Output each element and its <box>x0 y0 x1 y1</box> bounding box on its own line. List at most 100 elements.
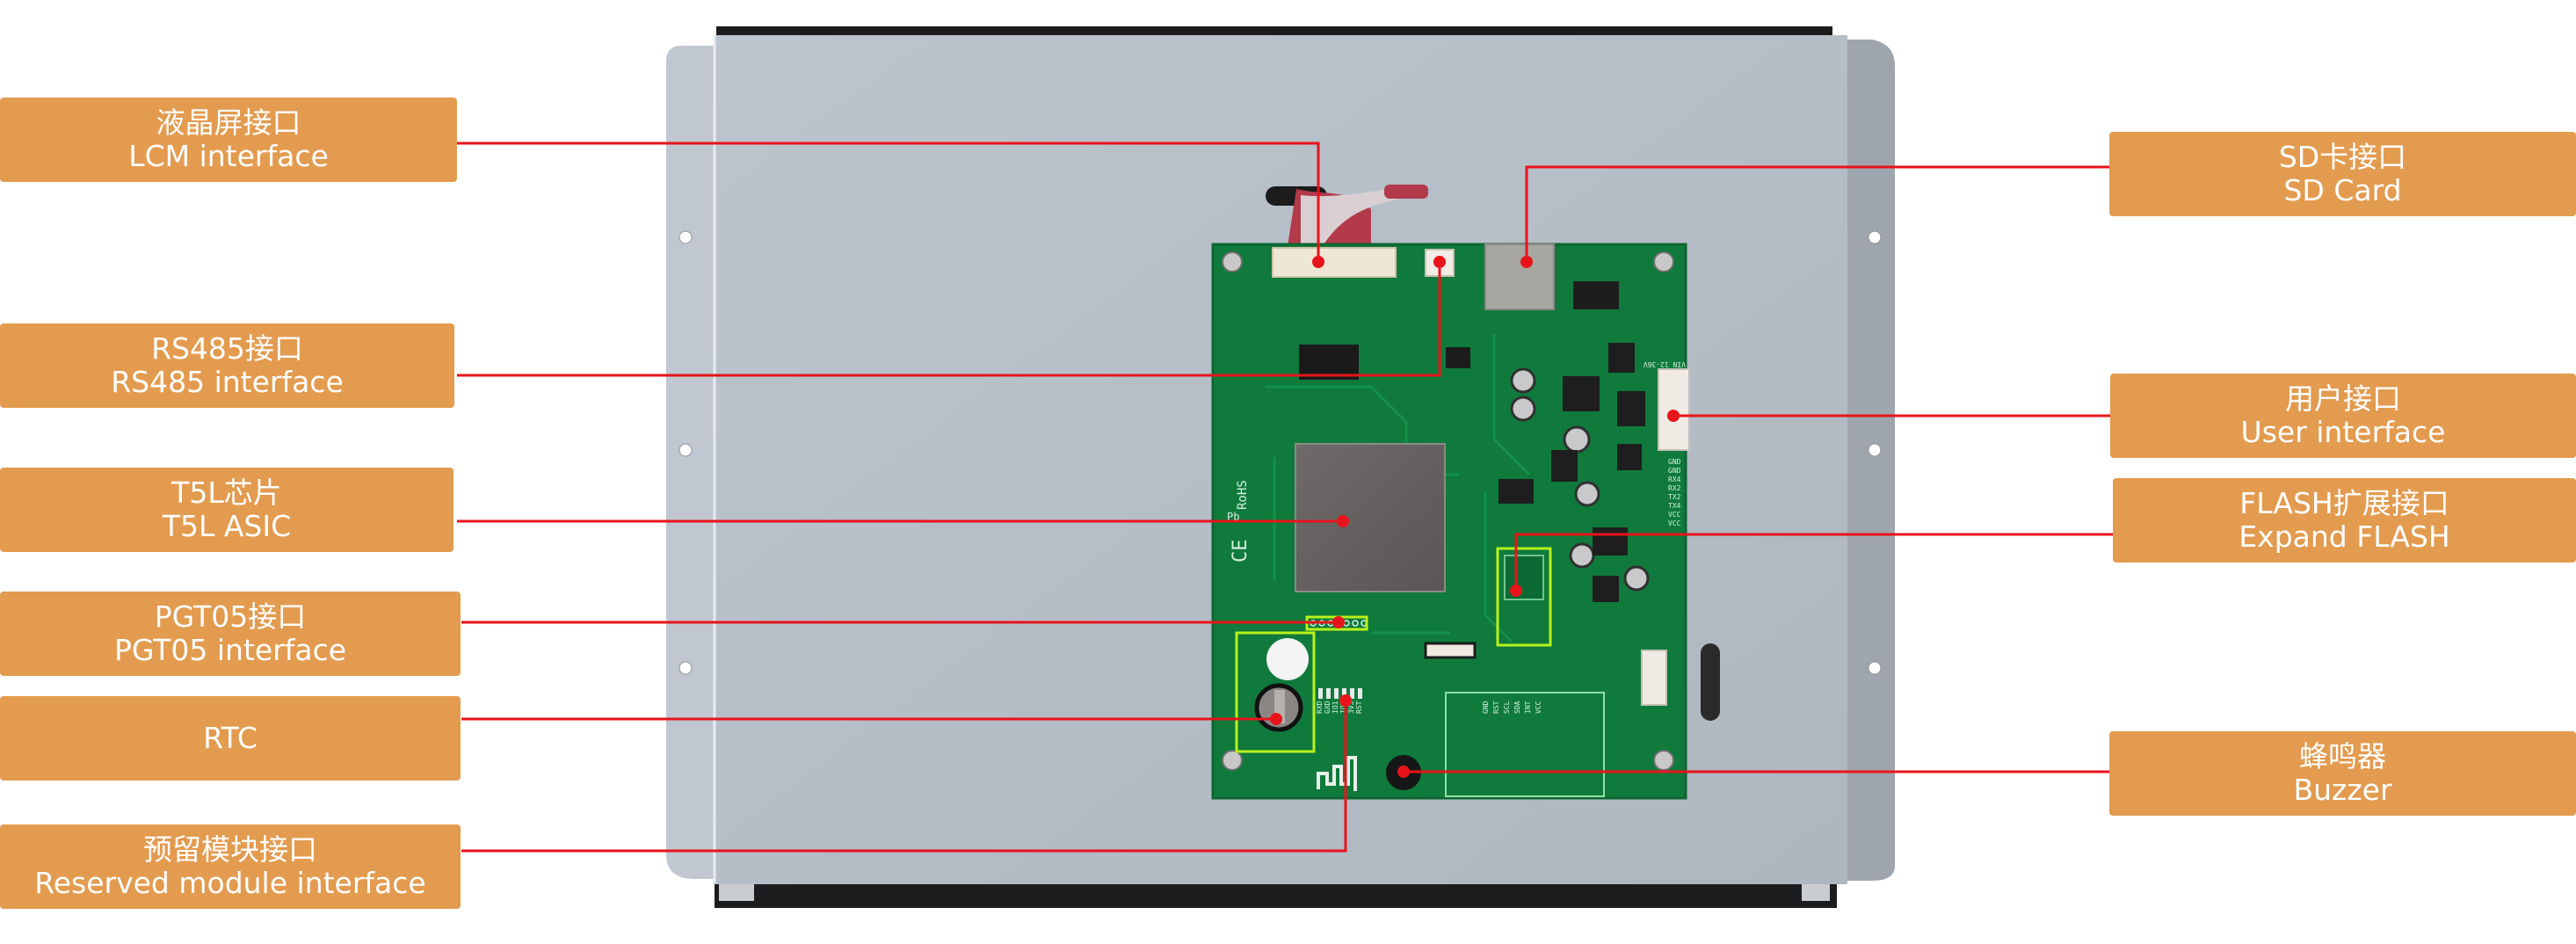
callout-en: LCM interface <box>128 139 329 173</box>
silk-pin-label: RX4 <box>1668 476 1681 483</box>
pcb-board <box>1211 243 1690 800</box>
silk-pin-label: GXD <box>1324 701 1332 714</box>
leader-reserved <box>461 701 1347 853</box>
mounting-hole <box>1868 661 1882 675</box>
mounting-flange-right <box>1846 40 1895 881</box>
capacitors <box>1510 367 1650 592</box>
callout-en: SD Card <box>2283 173 2402 207</box>
silk-pin-label: RST <box>1355 701 1363 714</box>
highlight-flash <box>1496 547 1552 647</box>
callout-en: Expand FLASH <box>2239 519 2450 554</box>
mounting-hole <box>678 661 693 675</box>
silk-pin-label: TX4 <box>1668 502 1681 510</box>
callout-zh: 用户接口 <box>2285 381 2401 417</box>
leader-endpoints <box>1270 256 1680 778</box>
callout-zh: 液晶屏接口 <box>156 105 301 141</box>
callout-zh: FLASH扩展接口 <box>2239 486 2449 521</box>
sd-card-slot <box>1484 243 1555 310</box>
endpoint-reserved <box>1339 694 1352 707</box>
callout-rtc: RTC <box>0 696 461 781</box>
module-footprint <box>1445 692 1605 797</box>
callout-user-interface: 用户接口 User interface <box>2110 374 2576 458</box>
mounting-hole <box>1868 443 1882 457</box>
silk-pin-label: VCC <box>1668 511 1681 519</box>
lcd-frame-tab-left <box>719 882 754 901</box>
callout-expand-flash: FLASH扩展接口 Expand FLASH <box>2113 478 2576 563</box>
endpoint-sd <box>1520 256 1533 268</box>
endpoint-rtc <box>1270 713 1282 725</box>
driver-ic <box>1299 345 1359 380</box>
rtc-glue <box>1266 638 1309 680</box>
silk-pin-label: GND <box>1668 458 1681 466</box>
leader-lcm <box>457 142 1320 262</box>
callout-sd-card: SD卡接口 SD Card <box>2109 132 2576 216</box>
silk-pin-label: INT <box>1524 701 1532 714</box>
silk-vin: VIN 12-36V <box>1644 360 1686 368</box>
callout-lcm-interface: 液晶屏接口 LCM interface <box>0 98 457 182</box>
silk-pin-label: GND <box>1482 701 1490 714</box>
callout-zh: SD卡接口 <box>2278 140 2407 175</box>
leader-sd <box>1525 165 2111 262</box>
callout-pgt05-interface: PGT05接口 PGT05 interface <box>0 592 461 676</box>
mounting-flange-left <box>666 46 721 879</box>
leader-rs485 <box>457 262 1441 377</box>
pcb-screws <box>1222 251 1674 771</box>
callout-en: T5L ASIC <box>162 509 292 543</box>
t5l-chip <box>1295 443 1446 592</box>
lcm-connector <box>1272 247 1397 278</box>
silk-ce: CE <box>1230 540 1252 563</box>
callout-t5l-asic: T5L芯片 T5L ASIC <box>0 468 454 552</box>
mounting-hole <box>1868 230 1882 244</box>
endpoint-buzzer <box>1397 766 1410 778</box>
callout-en: Reserved module interface <box>34 866 426 900</box>
callout-reserved-module-interface: 预留模块接口 Reserved module interface <box>0 824 461 909</box>
silk-pin-label: TX2 <box>1668 493 1681 501</box>
side-connector <box>1641 650 1667 706</box>
callout-zh: PGT05接口 <box>154 599 307 635</box>
leader-lines <box>457 142 2118 853</box>
silk-pin-label: RXD <box>1316 701 1324 714</box>
mounting-hole <box>678 443 693 457</box>
lcd-frame-top <box>716 26 1832 37</box>
mounting-holes <box>678 230 1882 675</box>
callout-en: Buzzer <box>2293 773 2392 807</box>
lcd-frame-tab-right <box>1802 882 1830 901</box>
reserved-pads <box>1318 688 1362 699</box>
lcd-frame-bottom <box>715 882 1837 908</box>
silk-pin-label: 3V3 <box>1347 701 1355 714</box>
silk-pin-label: VCC <box>1668 519 1681 527</box>
callout-zh: T5L芯片 <box>171 476 282 511</box>
silk-rohs: RoHS <box>1236 480 1250 510</box>
callout-zh: 蜂鸣器 <box>2299 739 2386 774</box>
silk-pin-label: VCC <box>1535 701 1542 714</box>
endpoint-user <box>1667 410 1680 422</box>
silk-pin-label: GND <box>1668 467 1681 475</box>
endpoint-pgt05 <box>1332 616 1345 628</box>
lcm-ribbon-cable <box>1266 185 1428 246</box>
mounting-hole <box>678 230 693 244</box>
callout-en: User interface <box>2240 415 2446 449</box>
callout-en: RS485 interface <box>111 365 344 399</box>
callout-en: PGT05 interface <box>113 633 347 667</box>
callout-en: RTC <box>203 721 258 756</box>
endpoint-flash <box>1510 585 1522 597</box>
silk-pin-label: IO2 <box>1339 701 1347 714</box>
silk-pin-label: IO1 <box>1332 701 1339 714</box>
silk-pin-label: SDA <box>1513 701 1521 714</box>
endpoint-rs485 <box>1433 256 1446 268</box>
user-connector <box>1658 368 1690 451</box>
callout-zh: RS485接口 <box>151 331 303 367</box>
silk-pin-label: RST <box>1492 701 1500 714</box>
silk-pin-label: RX2 <box>1668 484 1681 492</box>
leader-flash <box>1514 533 2118 591</box>
user-cable-loop <box>1701 643 1720 721</box>
callout-rs485-interface: RS485接口 RS485 interface <box>0 323 454 408</box>
callout-buzzer: 蜂鸣器 Buzzer <box>2109 731 2576 816</box>
silk-pin-label: SCL <box>1503 701 1511 714</box>
highlight-rtc <box>1235 631 1316 753</box>
endpoint-lcm <box>1312 256 1324 268</box>
